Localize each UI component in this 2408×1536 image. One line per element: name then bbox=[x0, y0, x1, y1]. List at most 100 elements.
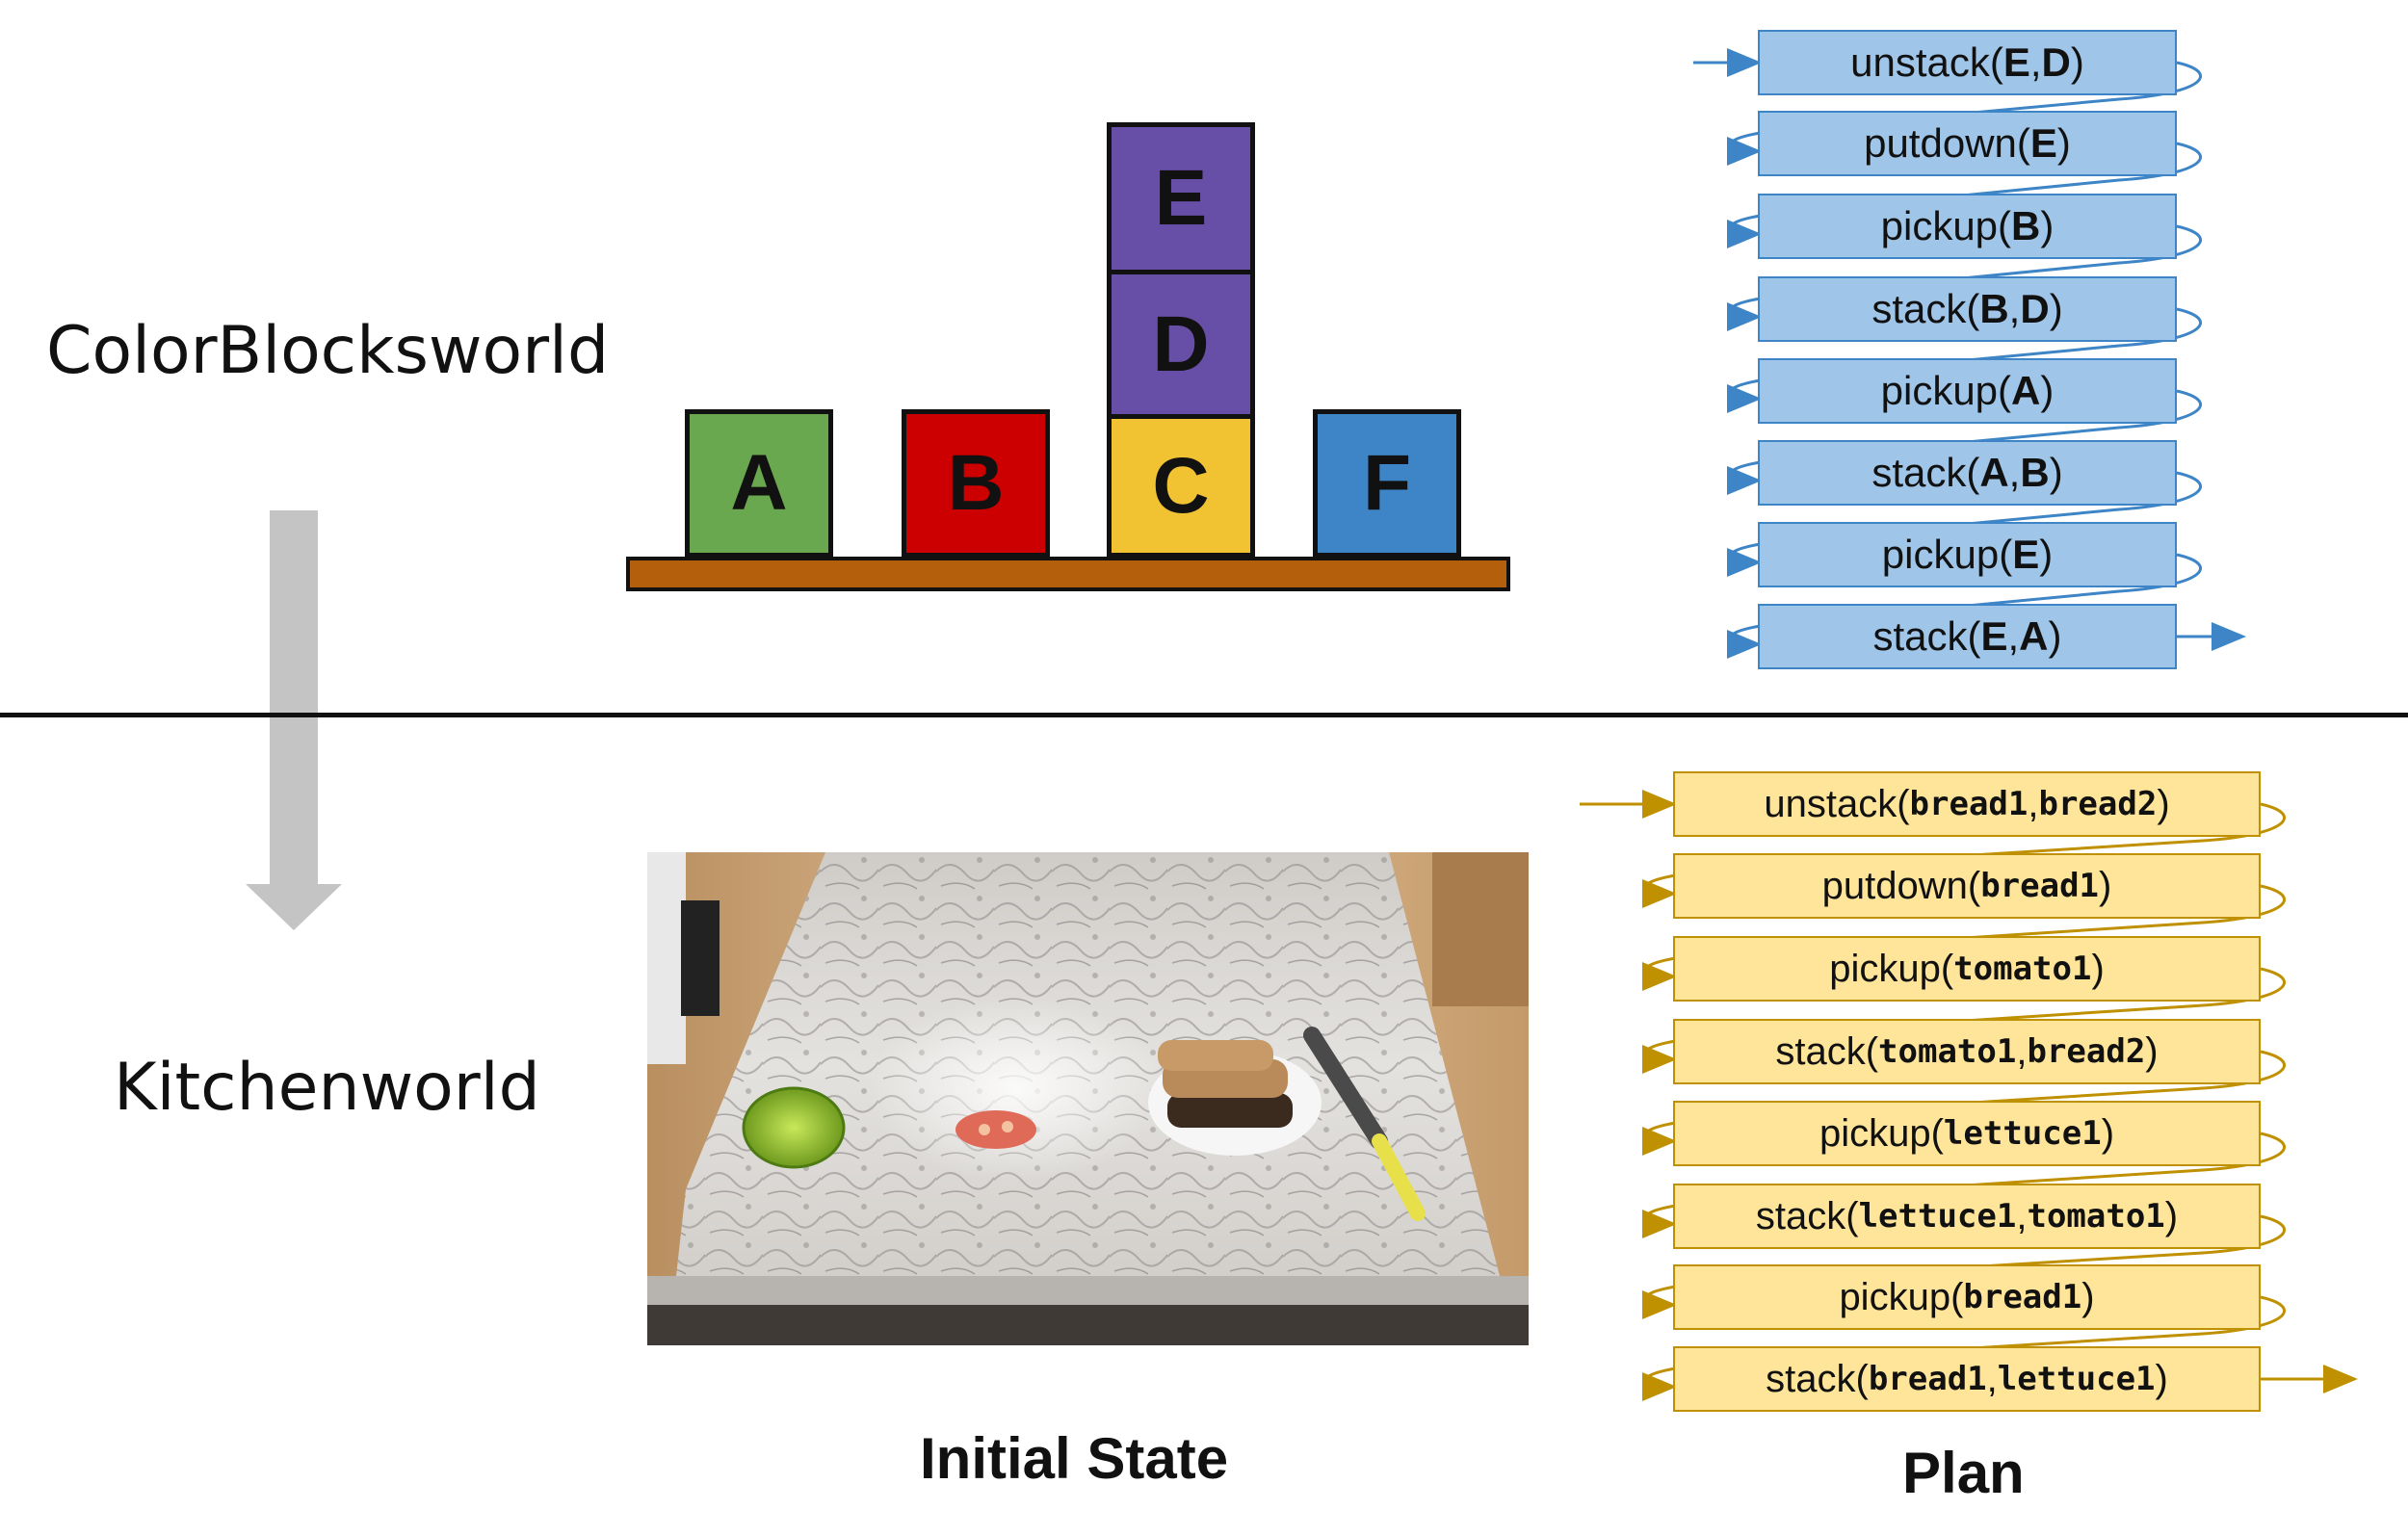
block-b-letter: B bbox=[947, 439, 1005, 527]
blocks-plan-step-7: pickup(E) bbox=[1758, 522, 2177, 587]
section-divider bbox=[0, 713, 2408, 717]
step-argument: E bbox=[2002, 39, 2030, 85]
step-action: stack( bbox=[1766, 1357, 1869, 1400]
step-close-paren: ) bbox=[2040, 368, 2055, 413]
step-action: pickup( bbox=[1880, 203, 2012, 248]
block-e-letter: E bbox=[1154, 154, 1208, 242]
kitchenworld-label: Kitchenworld bbox=[114, 1050, 540, 1126]
blocks-plan-step-4: stack(B, D) bbox=[1758, 276, 2177, 342]
blocks-plan-step-1: unstack(E, D) bbox=[1758, 30, 2177, 95]
kitchen-plan-step-3: pickup(tomato1) bbox=[1673, 936, 2261, 1002]
step-action: pickup( bbox=[1881, 532, 2013, 577]
kitchen-scene-drawing bbox=[647, 852, 1529, 1345]
blocks-plan-step-3: pickup(B) bbox=[1758, 194, 2177, 259]
step-argument: bread1 bbox=[1980, 867, 2100, 905]
block-d: D bbox=[1107, 270, 1255, 419]
step-close-paren: ) bbox=[2155, 1357, 2168, 1400]
step-close-paren: ) bbox=[2040, 203, 2055, 248]
blocks-plan-step-2: putdown(E) bbox=[1758, 111, 2177, 176]
kitchen-plan-step-8: stack(bread1, lettuce1) bbox=[1673, 1346, 2261, 1412]
step-action: pickup( bbox=[1829, 947, 1954, 990]
step-argument: A bbox=[1979, 450, 2009, 495]
step-argument: A bbox=[2019, 613, 2049, 659]
step-argument: D bbox=[2041, 39, 2071, 85]
step-separator: , bbox=[2008, 450, 2021, 495]
step-close-paren: ) bbox=[2091, 947, 2105, 990]
step-close-paren: ) bbox=[2101, 1111, 2115, 1155]
kitchen-plan-step-4: stack(tomato1, bread2) bbox=[1673, 1019, 2261, 1084]
block-c-letter: C bbox=[1152, 441, 1210, 530]
block-e: E bbox=[1107, 122, 1255, 274]
step-close-paren: ) bbox=[2049, 450, 2063, 495]
step-action: stack( bbox=[1871, 286, 1980, 331]
step-argument: D bbox=[2020, 286, 2050, 331]
step-close-paren: ) bbox=[2049, 286, 2063, 331]
step-action: unstack( bbox=[1850, 39, 2003, 85]
step-action: putdown( bbox=[1821, 864, 1981, 907]
plan-caption: Plan bbox=[1902, 1441, 2025, 1505]
kitchen-plan-step-2: putdown(bread1) bbox=[1673, 853, 2261, 919]
step-argument: bread2 bbox=[2038, 785, 2158, 823]
blocks-plan-step-8: stack(E, A) bbox=[1758, 604, 2177, 669]
step-separator: , bbox=[2016, 1029, 2028, 1073]
step-argument: E bbox=[1980, 613, 2008, 659]
step-separator: , bbox=[2007, 613, 2020, 659]
step-argument: B bbox=[2020, 450, 2050, 495]
step-argument: bread2 bbox=[2027, 1032, 2146, 1071]
step-action: pickup( bbox=[1880, 368, 2012, 413]
step-action: stack( bbox=[1871, 450, 1980, 495]
step-close-paren: ) bbox=[2081, 1275, 2095, 1318]
kitchen-plan-step-1: unstack(bread1, bread2) bbox=[1673, 771, 2261, 837]
step-argument: lettuce1 bbox=[1997, 1360, 2156, 1398]
step-close-paren: ) bbox=[2145, 1029, 2159, 1073]
block-c: C bbox=[1107, 414, 1255, 558]
step-argument: tomato1 bbox=[2027, 1197, 2165, 1236]
step-action: pickup( bbox=[1819, 1111, 1944, 1155]
step-separator: , bbox=[2008, 286, 2021, 331]
step-close-paren: ) bbox=[2070, 39, 2084, 85]
colorblocksworld-label: ColorBlocksworld bbox=[46, 313, 610, 389]
kitchen-scene-image bbox=[647, 852, 1529, 1345]
step-close-paren: ) bbox=[2056, 120, 2071, 166]
step-separator: , bbox=[1986, 1357, 1998, 1400]
initial-state-caption: Initial State bbox=[920, 1426, 1229, 1491]
kitchen-plan-step-6: stack(lettuce1, tomato1) bbox=[1673, 1184, 2261, 1249]
block-b: B bbox=[902, 409, 1050, 558]
step-argument: E bbox=[2029, 120, 2057, 166]
block-a: A bbox=[685, 409, 833, 558]
step-argument: A bbox=[2011, 368, 2041, 413]
step-close-paren: ) bbox=[2099, 864, 2112, 907]
step-argument: lettuce1 bbox=[1943, 1114, 2102, 1153]
step-separator: , bbox=[2028, 782, 2039, 825]
step-action: unstack( bbox=[1764, 782, 1910, 825]
step-separator: , bbox=[2016, 1194, 2028, 1237]
blocks-plan-step-6: stack(A,B) bbox=[1758, 440, 2177, 506]
blocks-table bbox=[626, 557, 1510, 591]
step-argument: bread1 bbox=[1909, 785, 2028, 823]
kitchen-plan-step-5: pickup(lettuce1) bbox=[1673, 1101, 2261, 1166]
step-argument: bread1 bbox=[1963, 1278, 2082, 1316]
step-action: putdown( bbox=[1864, 120, 2030, 166]
step-action: stack( bbox=[1755, 1194, 1859, 1237]
transfer-arrow-shaft bbox=[270, 510, 318, 886]
step-argument: tomato1 bbox=[1878, 1032, 2017, 1071]
step-close-paren: ) bbox=[2048, 613, 2062, 659]
step-action: stack( bbox=[1872, 613, 1981, 659]
step-argument: B bbox=[2011, 203, 2041, 248]
block-a-letter: A bbox=[730, 439, 788, 527]
step-argument: tomato1 bbox=[1953, 950, 2092, 988]
step-separator: , bbox=[2029, 39, 2042, 85]
step-argument: lettuce1 bbox=[1858, 1197, 2017, 1236]
transfer-arrow-head bbox=[246, 884, 342, 930]
step-argument: bread1 bbox=[1868, 1360, 1987, 1398]
step-argument: B bbox=[1979, 286, 2009, 331]
blocks-plan-step-5: pickup(A) bbox=[1758, 358, 2177, 424]
step-close-paren: ) bbox=[2039, 532, 2054, 577]
block-f-letter: F bbox=[1362, 439, 1412, 527]
step-action: stack( bbox=[1775, 1029, 1879, 1073]
step-close-paren: ) bbox=[2164, 1194, 2179, 1237]
step-action: pickup( bbox=[1839, 1275, 1964, 1318]
block-f: F bbox=[1313, 409, 1461, 558]
step-argument: E bbox=[2012, 532, 2040, 577]
kitchen-plan-step-7: pickup(bread1) bbox=[1673, 1264, 2261, 1330]
